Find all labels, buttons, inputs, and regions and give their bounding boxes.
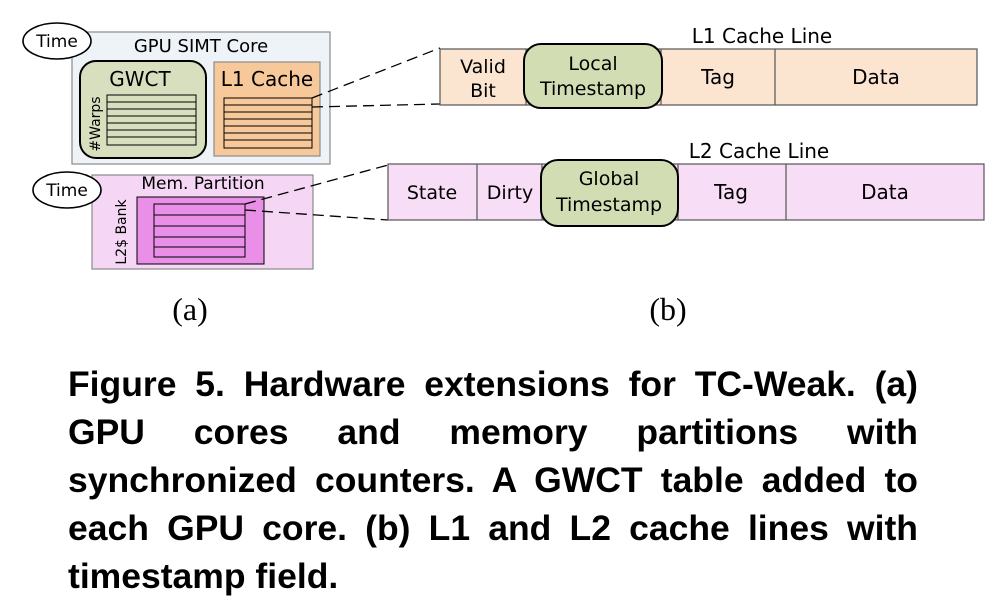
time-counter-partition xyxy=(32,171,102,209)
l1-cache-table xyxy=(223,97,313,149)
l2-cache-line xyxy=(387,163,985,221)
time-label-partition: Time xyxy=(45,181,88,201)
gpu-simt-core-title: GPU SIMT Core xyxy=(134,36,268,57)
panel-b: L1 Cache Line Valid Bit Local Timestamp … xyxy=(387,24,985,327)
l2-bank-table xyxy=(153,203,246,258)
panel-b-sublabel: (b) xyxy=(649,291,686,327)
l1-cache-label: L1 Cache xyxy=(221,67,313,91)
panel-a-sublabel: (a) xyxy=(172,291,208,327)
time-counter-core xyxy=(22,22,92,60)
local-timestamp-highlight xyxy=(523,43,663,109)
gwct-label: GWCT xyxy=(109,67,171,91)
zoom-lines xyxy=(244,47,441,221)
l1-field-data: Data xyxy=(852,65,900,89)
panel-a: GPU SIMT Core Time GWCT #Warps L1 Cache xyxy=(22,22,331,327)
global-timestamp-highlight xyxy=(540,159,679,227)
l1-field-valid-bit-line1: Valid xyxy=(460,56,506,78)
l1-cache-line-title: L1 Cache Line xyxy=(692,24,832,48)
l1-field-local-timestamp-line2: Timestamp xyxy=(539,78,646,100)
l2-field-data: Data xyxy=(861,180,909,204)
l2-field-state: State xyxy=(407,182,457,204)
l1-field-tag: Tag xyxy=(700,65,735,89)
l2-cache-line-title: L2 Cache Line xyxy=(689,139,829,163)
l1-field-local-timestamp-line1: Local xyxy=(568,53,617,75)
warps-label: #Warps xyxy=(88,96,104,151)
l2-field-tag: Tag xyxy=(713,180,748,204)
gwct-table xyxy=(106,94,197,146)
figure-caption: Figure 5. Hardware extensions for TC-Wea… xyxy=(68,360,918,600)
memory-partition-title: Mem. Partition xyxy=(141,174,264,194)
tc-weak-hardware-diagram: GPU SIMT Core Time GWCT #Warps L1 Cache xyxy=(22,22,985,327)
l2-field-global-timestamp-line2: Timestamp xyxy=(555,194,662,216)
l1-field-valid-bit-line2: Bit xyxy=(470,80,496,102)
l2-bank-label: L2$ Bank xyxy=(114,198,130,264)
figure-caption-text: Hardware extensions for TC-Weak. (a) GPU… xyxy=(68,364,918,596)
l2-field-global-timestamp-line1: Global xyxy=(579,168,640,190)
time-label-core: Time xyxy=(35,32,78,52)
figure-caption-label: Figure 5. xyxy=(68,364,225,404)
l2-field-dirty: Dirty xyxy=(487,182,533,204)
